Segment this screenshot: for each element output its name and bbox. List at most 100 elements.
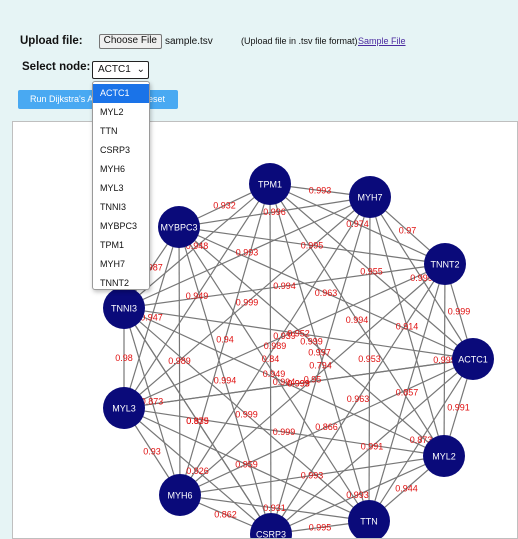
reset-button-label[interactable]: eset — [148, 94, 166, 104]
edge-weight-label: 0.95 — [304, 375, 322, 385]
graph-edge — [179, 494, 370, 522]
graph-edge — [123, 183, 271, 409]
edge-weight-label: 0.914 — [396, 322, 419, 332]
edge-weight-label: 0.994 — [346, 315, 369, 325]
graph-node-circle[interactable] — [348, 500, 390, 538]
graph-edge — [123, 196, 371, 309]
graph-edge — [179, 455, 445, 496]
edge-weight-label: 0.991 — [447, 403, 470, 413]
graph-node-label: TPM1 — [258, 180, 282, 190]
graph-node-circle[interactable] — [424, 243, 466, 285]
edge-weight-label: 0.996 — [263, 207, 286, 217]
edge-weight-label: 0.975 — [186, 416, 209, 426]
graph-node-label: MYBPC3 — [160, 223, 197, 233]
graph-node[interactable]: MYL3 — [103, 387, 145, 429]
edge-weight-label: 0.999 — [273, 427, 296, 437]
graph-node-circle[interactable] — [249, 163, 291, 205]
run-dijkstra-label: Run Dijkstra's Alg — [30, 94, 101, 104]
graph-edge — [123, 358, 474, 409]
dropdown-option[interactable]: MYL2 — [100, 107, 124, 117]
edge-weight-label: 0.993 — [301, 471, 324, 481]
edge-weight-label: 0.994 — [273, 377, 296, 387]
graph-node-circle[interactable] — [159, 474, 201, 516]
dropdown-option[interactable]: CSRP3 — [100, 145, 131, 155]
edge-weight-label: 0.949 — [263, 369, 286, 379]
edge-weight-label: 0.999 — [300, 337, 323, 347]
edge-weight-label: 0.955 — [360, 267, 383, 277]
dropdown-option[interactable]: MYH7 — [100, 259, 126, 269]
graph-edge — [270, 358, 474, 535]
graph-node-label: MYH7 — [357, 193, 382, 203]
graph-node-circle[interactable] — [103, 287, 145, 329]
graph-node[interactable]: CSRP3 — [250, 513, 292, 538]
edge-weight-label: 0.873 — [410, 435, 433, 445]
edge-weight-label: 0.991 — [361, 442, 384, 452]
dropdown-option[interactable]: TNNI3 — [100, 202, 127, 212]
dropdown-option[interactable]: MYBPC3 — [100, 221, 138, 231]
dropdown-option[interactable]: MYH6 — [100, 164, 126, 174]
graph-node[interactable]: MYBPC3 — [158, 206, 200, 248]
graph-node[interactable]: ACTC1 — [452, 338, 494, 380]
graph-node-label: TNNT2 — [431, 260, 460, 270]
graph-node-circle[interactable] — [423, 435, 465, 477]
graph-node[interactable]: MYL2 — [423, 435, 465, 477]
select-node-label: Select node: — [22, 61, 91, 73]
graph-edge — [178, 226, 181, 496]
edge-weight-label: 0.999 — [236, 298, 259, 308]
edge-weight-label: 0.939 — [273, 331, 296, 341]
graph-edge — [123, 307, 474, 360]
graph-node[interactable]: MYH7 — [349, 176, 391, 218]
edge-weight-label: 0.989 — [264, 341, 287, 351]
dropdown-option[interactable]: ACTC1 — [93, 84, 149, 103]
graph-edge — [123, 307, 445, 457]
graph-edge — [178, 196, 371, 228]
graph-node-label: TTN — [360, 517, 378, 527]
graph-node[interactable]: MYH6 — [159, 474, 201, 516]
graph-edge — [179, 263, 446, 496]
dropdown-option[interactable]: MYL3 — [100, 183, 124, 193]
edge-weight-label: 0.994 — [273, 281, 296, 291]
graph-node-circle[interactable] — [452, 338, 494, 380]
graph-node-circle[interactable] — [349, 176, 391, 218]
graph-node-circle[interactable] — [250, 513, 292, 538]
dropdown-option[interactable]: TPM1 — [100, 240, 125, 250]
graph-edge — [368, 263, 446, 522]
upload-row: Upload file: Choose File sample.tsv — [20, 33, 213, 49]
sample-file-link[interactable]: Sample File — [358, 36, 406, 46]
edge-weight-label: 0.987 — [140, 263, 163, 273]
edge-weight-label: 0.999 — [448, 307, 471, 317]
edge-weight-label: 0.963 — [347, 394, 370, 404]
edge-weight-label: 0.93 — [143, 447, 161, 457]
graph-edge — [179, 183, 271, 496]
graph-node[interactable]: TTN — [348, 500, 390, 538]
node-select-value: ACTC1 — [98, 64, 131, 75]
graph-node-circle[interactable] — [158, 206, 200, 248]
choose-file-button[interactable]: Choose File — [98, 33, 162, 49]
dropdown-option[interactable]: TNNT2 — [100, 278, 129, 288]
graph-node-label: CSRP3 — [256, 530, 286, 539]
edge-weight-label: 0.948 — [186, 241, 209, 251]
edge-weight-label: 0.839 — [186, 416, 209, 426]
graph-node-circle[interactable] — [103, 387, 145, 429]
node-select[interactable]: ACTC1 ⌄ — [92, 61, 149, 79]
graph-edge — [178, 226, 272, 535]
graph-edge — [178, 226, 474, 360]
dropdown-option[interactable]: TTN — [100, 126, 118, 136]
graph-node[interactable]: TNNT2 — [424, 243, 466, 285]
edge-weight-label: 0.866 — [315, 422, 338, 432]
edge-weight-label: 0.932 — [213, 201, 236, 211]
edge-weight-label: 0.94 — [216, 335, 234, 345]
edge-weight-label: 0.98 — [115, 353, 133, 363]
edge-weight-label: 0.999 — [235, 410, 258, 420]
graph-edge — [123, 226, 180, 409]
graph-node[interactable]: TPM1 — [249, 163, 291, 205]
graph-node[interactable]: TNNI3 — [103, 287, 145, 329]
graph-edge — [270, 455, 445, 535]
edge-weight-label: 0.993 — [309, 186, 332, 196]
edge-weight-label: 0.926 — [186, 466, 209, 476]
network-graph[interactable]: 0.9930.9320.9480.9740.9550.9940.9970.840… — [13, 122, 517, 538]
edge-weight-label: 0.949 — [186, 291, 209, 301]
graph-edge — [179, 196, 371, 496]
edge-weight-label: 0.999 — [410, 273, 433, 283]
